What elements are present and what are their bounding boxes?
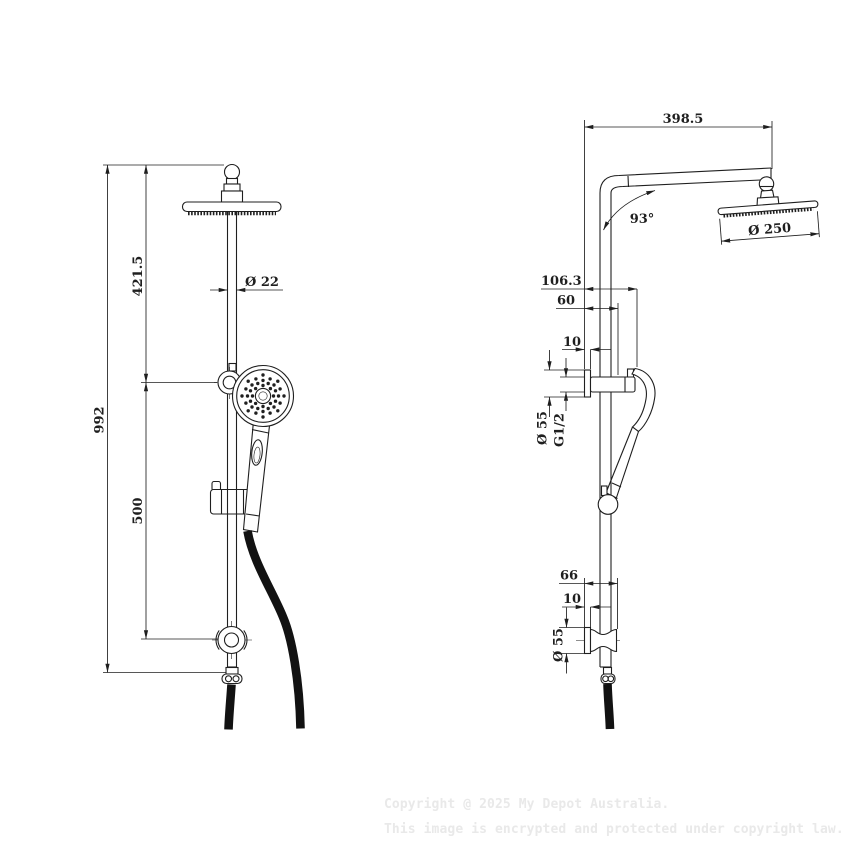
side-view: 398.5 93° 106.3 60 10 Ø 55: [536, 112, 820, 730]
hand-shower-face-front: [231, 364, 295, 428]
rain-shower-head-front: [181, 201, 282, 216]
dim-pipe-diameter-label: Ø 22: [245, 275, 279, 290]
top-swivel-joint-front: [220, 163, 244, 203]
dim-rail-spacing-label: 500: [131, 497, 146, 524]
dim-wall-to-bracket-label: 66: [560, 569, 578, 584]
front-product: [181, 163, 305, 730]
hose-connector-front: [221, 666, 243, 685]
hand-shower-side: [605, 367, 656, 499]
rain-shower-head-side: Ø 250: [717, 200, 820, 245]
watermark-line-2: This image is encrypted and protected un…: [384, 822, 844, 837]
shower-hose-side: [603, 683, 615, 730]
dim-wall-to-handshower-label: 106.3: [541, 274, 582, 289]
spray-nozzle-dots: [240, 373, 286, 419]
dim-arm-length-label: 398.5: [663, 112, 704, 127]
lower-wall-bracket-side: [576, 626, 620, 655]
shower-hose-front: [224, 530, 305, 730]
dim-flange-diameter-upper-label: Ø 55: [536, 411, 551, 445]
slider-knob-side: [597, 485, 619, 515]
dim-flange-diameter-lower-label: Ø 55: [552, 628, 567, 662]
dim-total-height-label: 992: [93, 406, 108, 433]
dim-thread-size-label: G1/2: [553, 413, 568, 447]
hose-connector-side: [600, 666, 616, 685]
arm-ball-joint-side: [756, 176, 780, 208]
upper-wall-bracket-side: [583, 368, 636, 398]
front-dimensions: 992 421.5 500 Ø 22: [93, 164, 283, 673]
hand-shower-handle-front: [242, 420, 271, 533]
dim-plate-thickness-lower-label: 10: [563, 592, 581, 607]
dim-plate-thickness-upper-label: 10: [563, 335, 581, 350]
dim-wall-to-riser-label: 60: [557, 294, 575, 309]
dim-head-diameter-label: Ø 250: [748, 221, 792, 239]
lower-wall-mount-front: [212, 621, 252, 659]
side-dimensions: 398.5 93° 106.3 60 10 Ø 55: [536, 112, 773, 674]
dim-upper-section-label: 421.5: [131, 256, 146, 297]
dim-arm-angle-label: 93°: [630, 212, 655, 227]
side-product: Ø 250: [576, 167, 820, 730]
riser-and-arm-side: [599, 167, 772, 667]
riser-rail-front: [226, 211, 238, 667]
watermark-line-1: Copyright @ 2025 My Depot Australia.: [384, 797, 670, 812]
front-view: 992 421.5 500 Ø 22: [93, 163, 305, 730]
